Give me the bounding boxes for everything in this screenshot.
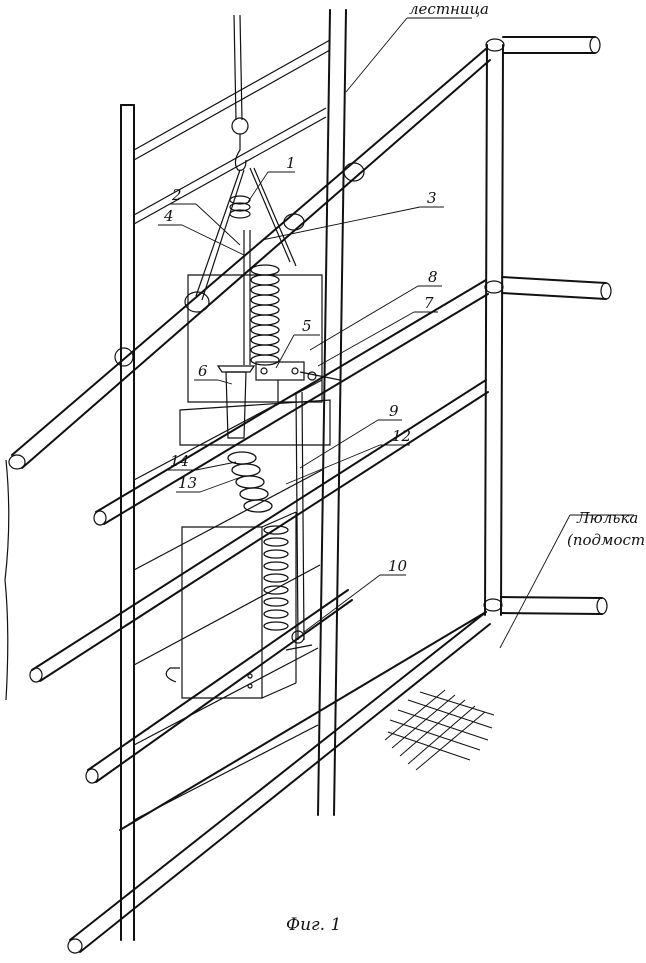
part-number-10: 10	[388, 557, 408, 575]
part-number-12: 12	[392, 427, 411, 445]
hook	[232, 118, 248, 170]
sling-rods	[196, 168, 296, 300]
cradle-side-board	[5, 460, 9, 700]
figure-caption: Фиг. 1	[286, 915, 341, 935]
part-number-4: 4	[163, 207, 174, 225]
lower-insulator	[228, 452, 272, 512]
cradle-vertical-post	[484, 39, 504, 615]
part-number-7: 7	[424, 294, 434, 312]
ladder-left-rail	[121, 105, 134, 940]
cradle-label-line2: (подмости)	[567, 531, 646, 549]
cradle-diagonal-rails	[9, 48, 490, 953]
part-number-13: 13	[178, 474, 197, 492]
part-number-3: 3	[427, 189, 437, 207]
part-number-1: 1	[286, 154, 296, 172]
ladder	[121, 10, 346, 940]
part-number-5: 5	[302, 317, 312, 335]
lower-coil-spring	[264, 526, 288, 630]
part-number-6: 6	[198, 362, 208, 380]
ladder-label: лестница	[409, 0, 489, 18]
part-number-9: 9	[389, 402, 399, 420]
upper-mounting-plate	[180, 275, 330, 445]
cradle	[5, 37, 611, 953]
part-number-14: 14	[170, 452, 189, 470]
hanging-rope	[234, 15, 242, 120]
cradle-label-line1: Люлька	[576, 509, 638, 527]
guide-rod	[244, 230, 250, 365]
tie-rods	[286, 392, 312, 650]
part-number-2: 2	[171, 186, 182, 204]
upper-spring	[230, 196, 250, 218]
lever-mechanism	[256, 362, 340, 405]
floor-mesh-hatching	[385, 690, 494, 770]
cradle-stub-tubes	[501, 37, 611, 614]
central-coil-spring	[251, 265, 279, 365]
ladder-right-rail	[318, 10, 346, 815]
part-number-8: 8	[428, 268, 438, 286]
